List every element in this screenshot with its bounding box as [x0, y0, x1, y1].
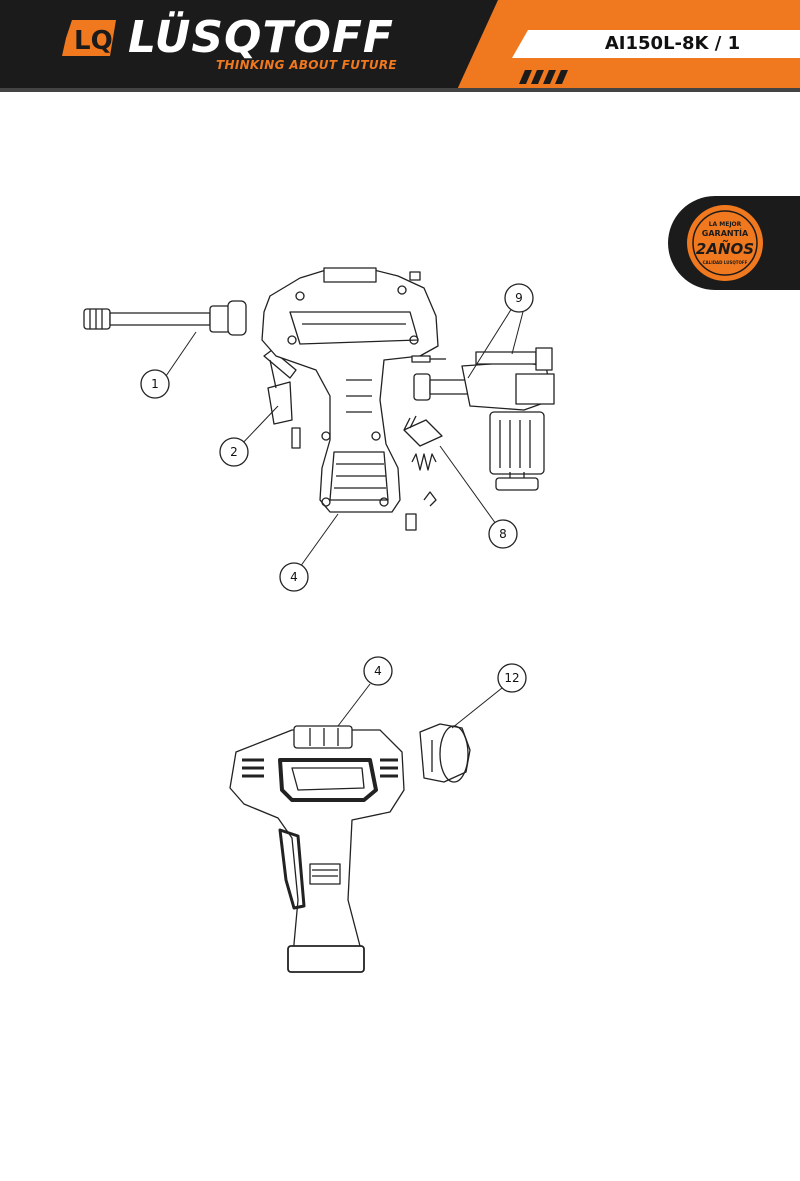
part-micro-switch	[403, 415, 443, 447]
model-code: AI150L-8K / 1	[604, 33, 741, 54]
callout-circle-1	[140, 369, 170, 399]
warranty-badge: LA MEJOR GARANTÍA 2AÑOS CALIDAD LUSQTOFF	[668, 196, 800, 290]
part-pin	[411, 355, 446, 363]
brand-tagline: THINKING ABOUT FUTURE	[216, 58, 397, 72]
assembled-tool	[229, 725, 405, 973]
callout-label-4-top: 4	[290, 570, 298, 584]
part-spring	[411, 453, 437, 471]
callout-circle-12	[497, 663, 527, 693]
callout-label-2: 2	[230, 445, 238, 459]
badge-line2: GARANTÍA	[702, 227, 749, 238]
part-clip	[405, 491, 437, 531]
callout-circle-9	[504, 283, 534, 313]
badge-line4: CALIDAD LUSQTOFF	[703, 260, 748, 265]
callout-circle-4-bottom	[363, 656, 393, 686]
badge-line1: LA MEJOR	[709, 221, 742, 228]
callout-circle-4-top	[279, 562, 309, 592]
badge-line3: 2AÑOS	[696, 239, 754, 258]
brand-name: LÜSQTOFF	[128, 12, 394, 63]
svg-text:LQ: LQ	[74, 26, 113, 56]
part-housing-half	[261, 267, 439, 513]
part-trigger	[263, 349, 301, 449]
callout-label-8: 8	[499, 527, 507, 541]
part-motor-cylinder	[413, 347, 555, 491]
header-orange-band	[0, 0, 800, 92]
callout-label-12: 12	[504, 671, 519, 685]
callout-label-9: 9	[515, 291, 523, 305]
callout-circle-2	[219, 437, 249, 467]
callout-circle-8	[488, 519, 518, 549]
callout-label-4-bottom: 4	[374, 664, 382, 678]
part-hose-nozzle	[83, 300, 247, 336]
brand-logo-icon: LQ	[62, 20, 116, 56]
part-end-cap	[419, 723, 471, 783]
header-bar: LQ LÜSQTOFF THINKING ABOUT FUTURE AI150L…	[0, 0, 800, 92]
callout-label-1: 1	[151, 377, 159, 391]
